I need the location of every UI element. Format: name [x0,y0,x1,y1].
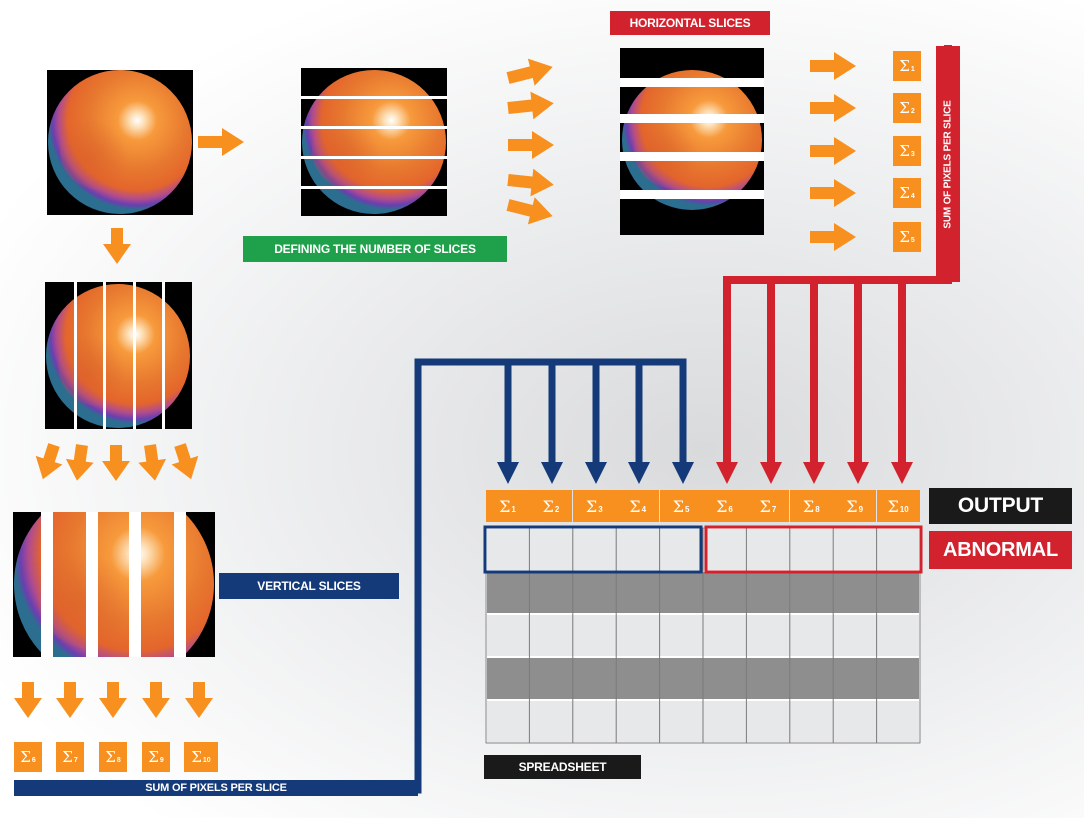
spreadsheet-label: SPREADSHEET [484,755,641,779]
spreadsheet-columns [485,527,921,744]
scan-original [47,70,193,215]
arrows-to-sums-right [810,52,856,251]
scan-vertical-slices [13,512,215,657]
scan-horizontal-slices [620,48,764,235]
horizontal-slices-label: HORIZONTAL SLICES [610,11,770,35]
navy-arrowheads [497,462,694,484]
sum-pixels-vertical-label: SUM OF PIXELS PER SLICE [936,46,960,282]
vertical-slices-label: VERTICAL SLICES [219,573,399,599]
abnormal-row-left-highlight [483,525,703,574]
sum-pixels-bottom-label: SUM OF PIXELS PER SLICE [14,780,418,796]
red-arrowheads [716,462,913,484]
scan-vertical-lines [45,282,192,429]
fan-arrows-horizontal [504,53,557,230]
scan-defining-slices [301,68,447,216]
output-label: OUTPUT [929,488,1072,524]
abnormal-row-right-highlight [704,525,923,574]
fan-arrows-vertical [29,440,205,484]
arrow-right-1 [198,128,244,156]
abnormal-label: ABNORMAL [929,531,1072,569]
defining-slices-label: DEFINING THE NUMBER OF SLICES [243,236,507,262]
arrow-down-main [103,228,131,264]
red-connector [723,45,952,468]
arrows-to-sums-bottom [14,682,213,718]
